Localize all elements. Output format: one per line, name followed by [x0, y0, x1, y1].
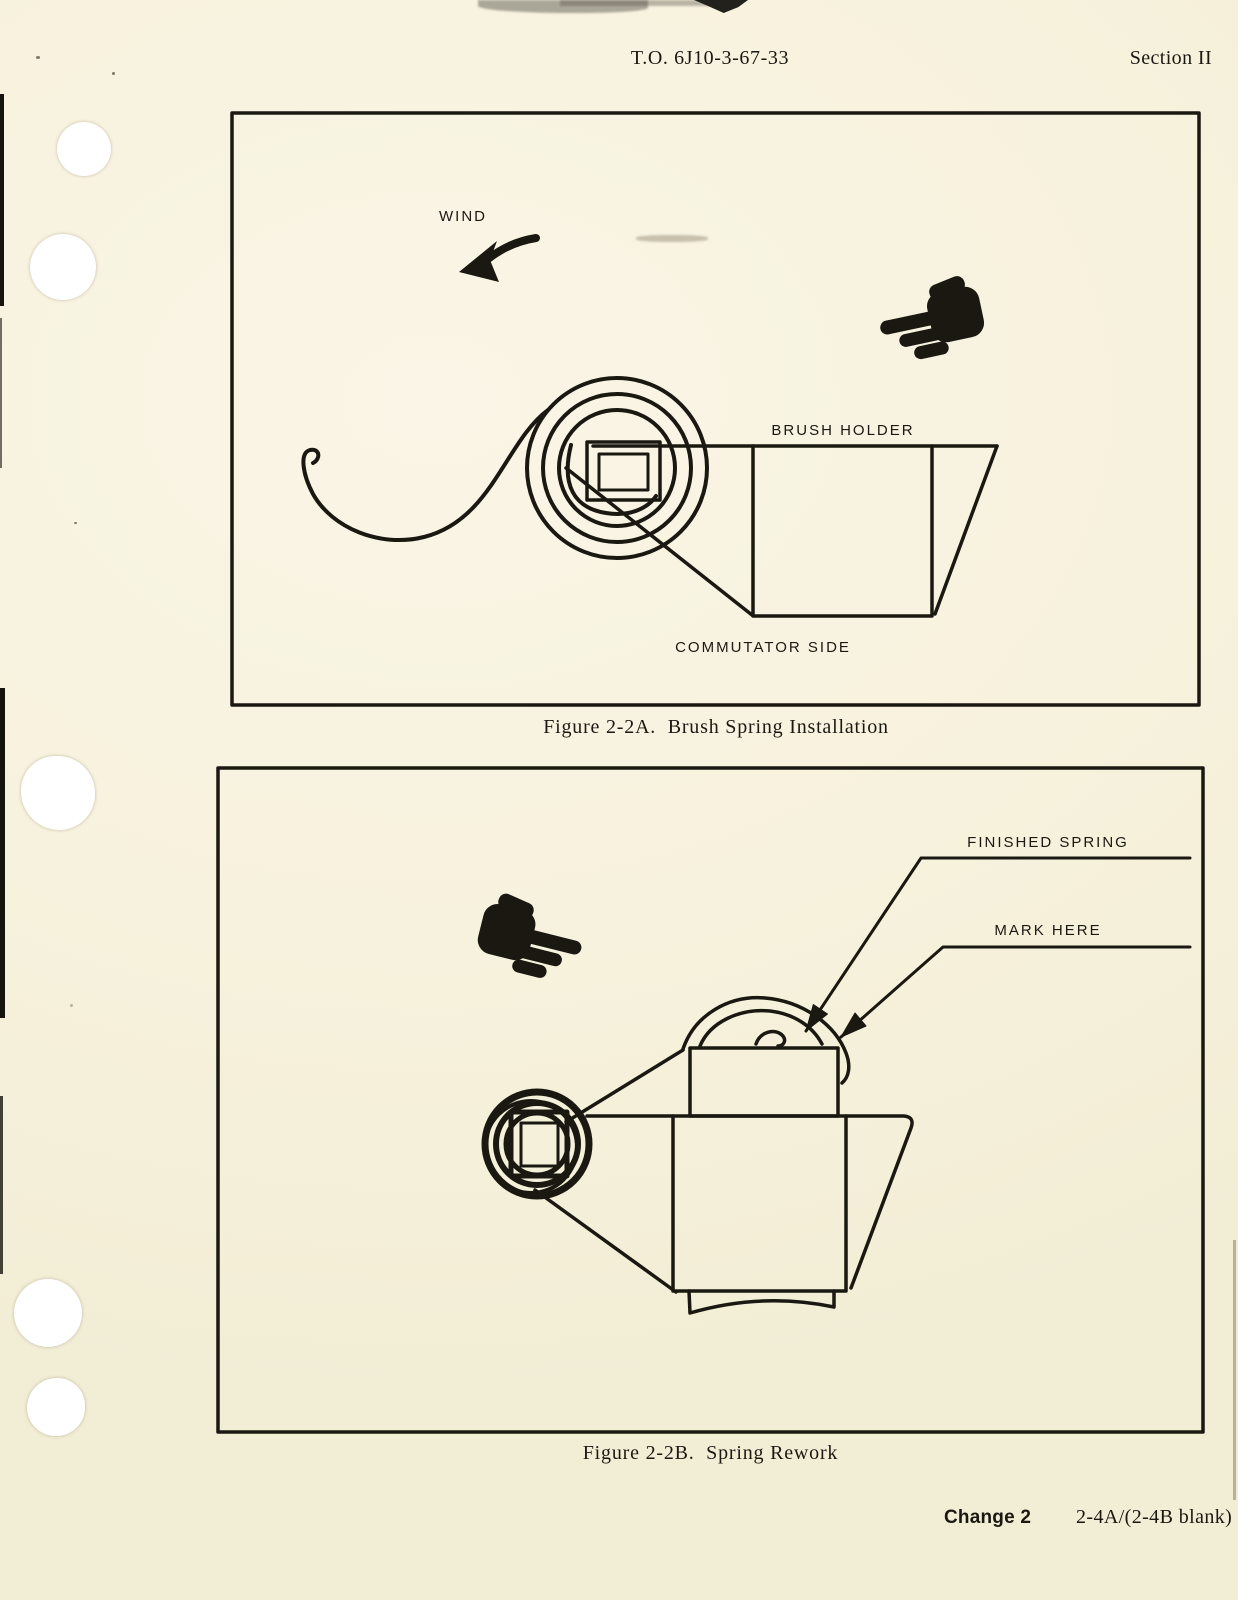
- punch-hole: [14, 1279, 82, 1347]
- wind-arrow-icon: [459, 234, 540, 282]
- spring-tail-wire: [301, 408, 550, 542]
- figure-b-border: [216, 766, 1205, 1434]
- scan-edge-artifact: [1233, 1240, 1236, 1500]
- figure-b-caption: Figure 2-2B. Spring Rework: [582, 1442, 839, 1464]
- scan-edge-artifact: [0, 1096, 3, 1274]
- rework-brush-square: [508, 1109, 570, 1179]
- brush-holder-outline: [564, 444, 999, 618]
- scan-edge-artifact: [0, 318, 2, 468]
- mark-curl: [754, 1029, 787, 1048]
- rework-spring-coil: [481, 1088, 678, 1294]
- leader-finished-spring: [804, 856, 1192, 1033]
- finished-spring-label: FINISHED SPRING: [967, 834, 1129, 851]
- brush-square: [585, 440, 662, 502]
- header-section: Section II: [1129, 47, 1212, 69]
- header-to-number: T.O. 6J10-3-67-33: [630, 47, 790, 69]
- brush-spring-coil: [301, 376, 709, 560]
- finished-spring-wire: [564, 995, 851, 1124]
- spring-inner-turn: [565, 443, 658, 516]
- mark-here-label: MARK HERE: [994, 922, 1101, 939]
- figure-a-caption: Figure 2-2A. Brush Spring Installation: [543, 716, 889, 738]
- pointing-hand-icon: [472, 888, 591, 986]
- footer-page-number: 2-4A/(2-4B blank): [1076, 1506, 1233, 1528]
- scan-speck: [70, 1004, 73, 1007]
- scan-smudge: [560, 0, 710, 6]
- wind-label: WIND: [439, 208, 487, 225]
- punch-hole: [27, 1378, 85, 1436]
- pointing-hand-icon: [872, 271, 989, 367]
- figure-a: WIND: [230, 111, 1201, 707]
- rework-holder-outline: [585, 1114, 914, 1315]
- scan-smudge: [636, 235, 708, 242]
- figure-b: FINISHED SPRING MARK HERE: [216, 766, 1205, 1434]
- punch-hole: [30, 234, 96, 300]
- commutator-side-label: COMMUTATOR SIDE: [675, 639, 851, 656]
- figure-a-border: [230, 111, 1201, 707]
- scan-speck: [36, 56, 40, 59]
- leader-mark-here: [839, 945, 1192, 1039]
- footer-change-number: Change 2: [944, 1507, 1032, 1528]
- holder-left-slant: [533, 1188, 678, 1294]
- holder-base-strip: [687, 1289, 836, 1315]
- scan-smudge: [478, 0, 648, 13]
- scan-speck: [74, 522, 77, 524]
- punch-hole: [21, 756, 95, 830]
- scan-edge-artifact: [0, 688, 5, 1018]
- scan-speck: [112, 72, 115, 75]
- rework-brush-top: [688, 1046, 840, 1118]
- brush-holder-label: BRUSH HOLDER: [771, 422, 914, 439]
- punch-hole: [57, 122, 111, 176]
- scan-edge-artifact: [0, 94, 4, 306]
- spring-to-holder-line: [564, 466, 754, 617]
